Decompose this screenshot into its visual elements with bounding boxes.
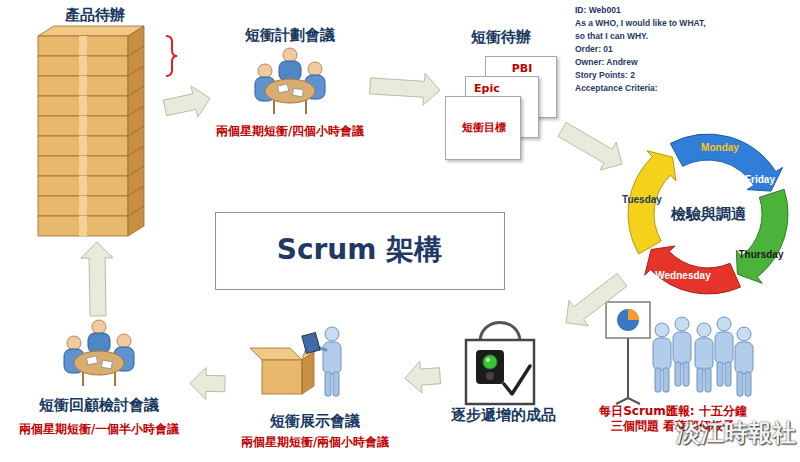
watermark: 淡江時報社 — [676, 418, 800, 448]
weekday-label: Tuesday — [610, 194, 674, 206]
box-layer — [38, 166, 144, 196]
meeting-icon — [255, 48, 325, 114]
tablet — [302, 332, 320, 353]
node-text: Scrum 架構 — [216, 232, 503, 268]
box-layer — [38, 146, 144, 176]
green-light — [483, 355, 497, 369]
bracket — [166, 36, 177, 76]
flow-arrow — [81, 242, 113, 316]
cycle-arrow — [645, 246, 741, 294]
board-stand — [627, 338, 629, 398]
board — [606, 302, 650, 338]
node-text: 兩個星期短衝/一個半小時會議 — [8, 422, 190, 436]
node-text: 短衝目標 — [446, 121, 522, 134]
box-layer — [38, 186, 144, 216]
cycle-arrow — [736, 189, 788, 283]
box-layer — [38, 206, 144, 236]
person-figure — [735, 327, 753, 396]
node-text: 產品待辦 — [25, 6, 165, 24]
board-stand — [628, 398, 640, 404]
box-layer — [38, 106, 144, 136]
weekday-label: Thursday — [729, 249, 793, 261]
sprint-review: 短衝展示會議兩個星期短衝/兩個小時會議 — [225, 318, 405, 452]
node-text: 檢驗與調適 — [653, 205, 763, 223]
box-layer — [38, 126, 144, 156]
node-text: 短衝計劃會議 — [210, 26, 370, 44]
node-text: 短衝待辦 — [440, 28, 562, 46]
person-figure — [673, 317, 691, 386]
flow-arrow — [558, 122, 622, 170]
demo-figure — [250, 327, 341, 396]
planning-meeting: 短衝計劃會議兩個星期短衝/四個小時會議 — [210, 20, 370, 142]
product-backlog: 產品待辦 — [25, 4, 165, 242]
check-mark — [504, 366, 530, 394]
sprint-backlog: 短衝待辦 PBI Epic 短衝目標 — [440, 24, 562, 164]
bag — [466, 340, 534, 404]
off-light — [486, 372, 494, 380]
box-layer — [38, 66, 144, 96]
node-text: 短衝展示會議 — [225, 412, 405, 430]
meeting-icon — [64, 320, 134, 386]
box-layer — [38, 46, 144, 76]
sprint-goal-card: 短衝目標 — [445, 96, 521, 160]
pie-slice — [628, 309, 639, 320]
open-box — [262, 360, 302, 394]
story-field: Story Points: 2 — [575, 69, 717, 82]
pie-chart — [617, 309, 639, 331]
light-highlight — [486, 358, 490, 362]
node-text: 兩個星期短衝/兩個小時會議 — [225, 435, 405, 449]
sprint-retrospective: 短衝回顧檢討會議兩個星期短衝/一個半小時會議 — [8, 316, 190, 448]
story-field: ID: Web001 — [575, 4, 717, 17]
box-stack — [38, 26, 144, 236]
box-top — [38, 26, 144, 36]
node-text: Epic — [474, 82, 534, 95]
person-figure — [323, 327, 341, 396]
flow-arrow — [190, 368, 225, 400]
node-text: 短衝回顧檢討會議 — [8, 396, 190, 414]
box-layer — [38, 26, 144, 56]
story-field: As a WHO, I would like to WHAT, so that … — [575, 17, 717, 43]
story-field: Acceptance Criteria: — [575, 82, 717, 95]
person-figure — [653, 323, 671, 392]
node-text: 兩個星期短衝/四個小時會議 — [210, 124, 370, 138]
framework-box: Scrum 架構 — [215, 212, 505, 290]
person-figure — [715, 317, 733, 386]
weekday-label: Wednesday — [651, 270, 715, 282]
increment: 逐步遞增的成品 — [440, 316, 566, 426]
box-layer — [38, 86, 144, 116]
story-field: Owner: Andrew — [575, 56, 717, 69]
board-stand — [616, 398, 628, 404]
flow-arrow — [566, 274, 627, 326]
shopping-bag — [466, 323, 534, 405]
weekday-label: Monday — [688, 142, 752, 154]
person-figure — [695, 323, 713, 392]
box-flap — [250, 348, 302, 360]
node-text: PBI — [486, 62, 558, 75]
signal-light — [476, 350, 504, 384]
weekday-label: Friday — [728, 174, 792, 186]
flow-arrow — [370, 73, 441, 105]
flow-arrow — [405, 361, 441, 393]
flow-arrow — [163, 86, 210, 117]
node-text: 逐步遞增的成品 — [440, 406, 566, 424]
story-field: Order: 01 — [575, 43, 717, 56]
scrum-board — [606, 302, 650, 404]
